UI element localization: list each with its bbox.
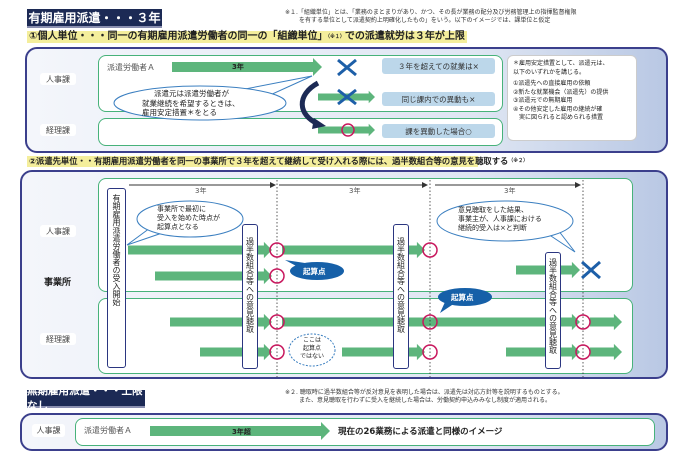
not-reckoning-bubble [288,333,336,367]
office-accounting-box [98,298,633,374]
callout-line: 継続的受入は×と判断 [458,224,527,232]
heading-text: ①個人単位・・・同一の有期雇用派遣労働者の同一の「組織単位」 [29,31,328,42]
callout-line: 意見聴取をした結果、 [458,206,528,214]
callout-line: 起算点 [302,345,321,352]
callout-line: 受入を始めた時点が [157,214,220,222]
hearing-box: 過半数組合等への意見聴取 [242,224,258,369]
footnote-1-line: を有する単位として派遣契約上明確化したもの」をいう。以下のイメージでは、課単位と… [299,17,551,24]
result-dept-change: 課を異動した場合○ [382,124,495,138]
measure-line: ＊雇用安定措置として、派遣元は、 [513,60,609,67]
reckoning-label: 起算点 [451,293,474,302]
section3-title: 無期雇用派遣・・・上限なし [27,385,145,412]
period-label: 3年 [504,187,516,195]
callout-start [126,200,244,246]
dept-label-hr: 人事課 [32,424,65,437]
dept-label-accounting: 経理課 [40,333,76,345]
result-same-dept: 同じ課内での異動も× [382,92,495,106]
period-label: 3年 [195,187,207,195]
section1-heading: ①個人単位・・・同一の有期雇用派遣労働者の同一の「組織単位」（※１）での派遣就労… [27,31,467,43]
callout-line: 派遣元は派遣労働者が [154,89,229,98]
curved-arrow-icon [299,80,320,127]
office-label: 事業所 [44,278,72,288]
footnote-2-line: また、意見聴取を行わずに受入を継続した場合は、労働契約申込みみなし制度が適用され… [299,397,552,404]
section2-heading: ②派遣先単位・・有期雇用派遣労働者を同一の事業所で３年を超えて継続して受け入れる… [27,156,528,167]
dept-label-hr: 人事課 [40,73,76,85]
callout-line: 事業所で最初に [157,205,206,213]
measure-line: 実に図られると認められる措置 [513,114,604,121]
indefinite-result: 現在の26業務による派遣と同様のイメージ [338,427,503,437]
flow-arrow [590,343,622,361]
heading-sup: （※１） [327,34,345,40]
hearing-circles [269,242,591,360]
heading-text-tail: での派遣就労は３年が上限 [344,31,465,42]
callout-line: 起算点となる [157,223,199,231]
measure-line: ④その他安定した雇用の継続が確 [513,105,603,113]
reckoning-bubble [285,260,492,313]
flow-arrow [318,123,375,137]
measure-line: 以下のいずれかを講じる。 [513,68,586,76]
callout-judge-text: 意見聴取をした結果、 事業主が、人事課における 継続的受入は×と判断 [458,206,542,233]
measure-line: ③派遣元での無期雇用 [513,97,573,104]
flow-arrow [590,313,622,331]
flow-arrow [282,313,580,331]
callout-line: 雇用安定措置＊をとる [142,108,217,117]
heading-text: ②派遣先単位・・有期雇用派遣労働者を同一の事業所で３年を超えて継続して受け入れる… [29,156,509,166]
dept-label-accounting: 経理課 [40,124,76,136]
dept-label-hr: 人事課 [40,225,76,237]
arrow-label: 3年超 [232,428,251,436]
not-reckoning-text: ここは 起算点 ではない [296,337,328,361]
worker-label: 派遣労働者Ａ [107,63,155,72]
stability-measures-note: ＊雇用安定措置として、派遣元は、 以下のいずれかを講じる。 ①派遣先への直接雇用… [507,55,637,141]
callout-line: ではない [299,353,324,360]
measure-line: ①派遣先への直接雇用の依頼 [513,80,591,87]
measure-line: ②新たな就業機会（派遣先）の提供 [513,88,609,96]
acceptance-start-box: 有期雇用派遣労働者の受入開始 [107,188,126,368]
flow-arrow [200,343,272,361]
flow-arrow [506,343,580,361]
period-label: 3年 [349,187,361,195]
callout-line: ここは [302,337,321,344]
hearing-box: 過半数組合等への意見聴取 [545,252,561,369]
footnote-1: ※１.「組織単位」とは、「業務のまとまりがあり、かつ、その長が業務の配分及び労務… [285,9,615,25]
result-over-3-years: ３年を超えての就業は× [382,58,495,74]
flow-arrow [172,58,322,76]
footnote-2-line: ※２. 聴取時に過半数組合等が反対意見を表明した場合は、派遣先は対応方針等を説明… [285,389,564,396]
callout-judge [436,200,576,253]
callout-start-text: 事業所で最初に 受入を始めた時点が 起算点となる [157,205,220,232]
arrow-label: 3年 [232,63,244,71]
flow-arrow [342,343,425,361]
hearing-box: 過半数組合等への意見聴取 [393,224,409,369]
callout-line: 事業主が、人事課における [458,215,542,223]
cross-icon [337,88,357,106]
section1-title: 有期雇用派遣・・・３年 [27,9,162,28]
flow-arrow [128,241,272,259]
callout-bubble [113,75,313,121]
reckoning-label: 起算点 [303,267,326,276]
heading-sup: （※２） [508,158,529,164]
flow-arrow [282,241,425,259]
accounting-box [98,118,503,146]
worker-label: 派遣労働者Ａ [84,426,132,435]
callout-employment-stability: 派遣元は派遣労働者が 就業継続を希望するときは、 雇用安定措置＊をとる [142,89,240,118]
circle-ok-icon [341,123,355,137]
footnote-1-line: ※１.「組織単位」とは、「業務のまとまりがあり、かつ、その長が業務の配分及び労務… [285,9,577,16]
cross-icon [337,58,357,77]
callout-line: 就業継続を希望するときは、 [142,98,240,108]
footnote-2: ※２. 聴取時に過半数組合等が反対意見を表明した場合は、派遣先は対応方針等を説明… [285,389,625,405]
cross-icon [581,260,601,280]
